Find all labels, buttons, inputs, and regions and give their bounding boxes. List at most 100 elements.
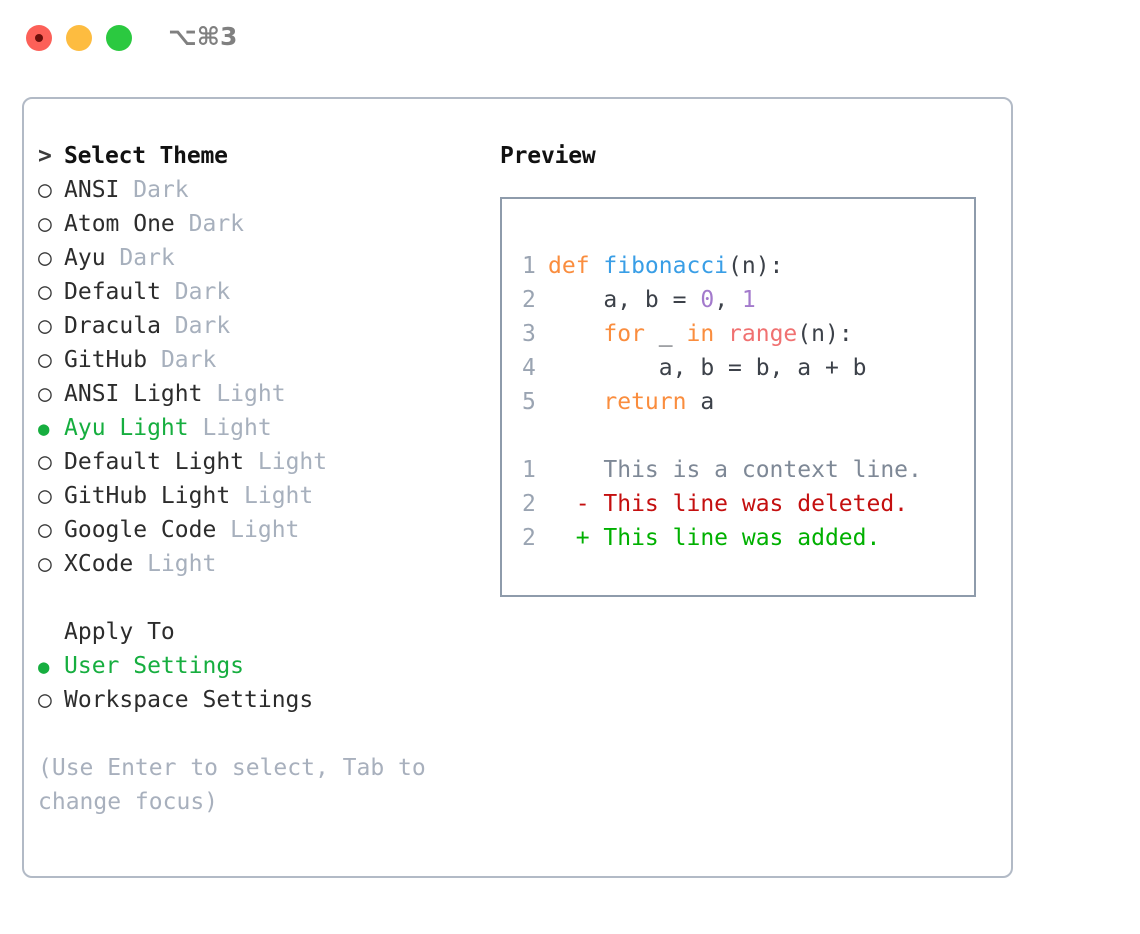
- theme-list: ○ANSI Dark○Atom One Dark○Ayu Dark○Defaul…: [38, 173, 478, 581]
- theme-list-item[interactable]: ○ANSI Light Light: [38, 377, 478, 411]
- theme-name: Default Light: [64, 449, 258, 475]
- theme-name: ANSI Light: [64, 381, 217, 407]
- diff-line-deleted: - This line was deleted.: [548, 491, 909, 517]
- theme-list-item[interactable]: ○ Default Dark: [38, 275, 478, 309]
- theme-list-item[interactable]: ○XCode Light: [38, 547, 478, 581]
- radio-unselected-icon: ○: [38, 687, 52, 713]
- code-line: 2 a, b = 0, 1: [522, 283, 974, 317]
- radio-unselected-icon: ○: [38, 177, 52, 203]
- theme-list-item[interactable]: ○ Dracula Dark: [38, 309, 478, 343]
- theme-variant-badge: Light: [147, 551, 217, 577]
- diff-line: 2 - This line was deleted.: [522, 487, 974, 521]
- theme-variant-badge: Light: [202, 415, 272, 441]
- theme-variant-badge: Dark: [160, 347, 217, 373]
- diff-line-number: 2: [522, 525, 536, 551]
- theme-variant-badge: Dark: [188, 211, 245, 237]
- theme-list-item[interactable]: ○ GitHub Dark: [38, 343, 478, 377]
- code-line: 3 for _ in range(n):: [522, 317, 974, 351]
- code-token-plain: ,: [714, 287, 742, 313]
- theme-name: Ayu Light: [64, 415, 203, 441]
- prompt-caret-icon: >: [38, 143, 52, 169]
- radio-unselected-icon: ○: [38, 313, 52, 339]
- code-token-plain: a, b =: [548, 287, 701, 313]
- radio-unselected-icon: ○: [38, 211, 52, 237]
- code-token-plain: (n):: [797, 321, 853, 347]
- code-token-plain: (n):: [728, 253, 784, 279]
- theme-variant-badge: Light: [244, 483, 314, 509]
- radio-unselected-icon: ○: [38, 381, 52, 407]
- theme-list-item[interactable]: ○ Atom One Dark: [38, 207, 478, 241]
- radio-unselected-icon: ○: [38, 517, 52, 543]
- code-token-kw: in: [686, 321, 715, 347]
- theme-name: Atom One: [64, 211, 189, 237]
- theme-name: Default: [64, 279, 175, 305]
- line-number: 4: [522, 355, 536, 381]
- theme-name: Ayu: [64, 245, 120, 271]
- line-number: 1: [522, 253, 536, 279]
- theme-variant-badge: Dark: [174, 313, 231, 339]
- minimize-button[interactable]: [66, 25, 92, 51]
- apply-to-option-label: User Settings: [64, 653, 245, 679]
- theme-name: Google Code: [64, 517, 231, 543]
- line-number: 5: [522, 389, 536, 415]
- diff-line: 1 This is a context line.: [522, 453, 974, 487]
- code-token-plain: _: [644, 321, 687, 347]
- title-bar: ⌥⌘3: [0, 0, 1140, 80]
- code-token-kw: return: [603, 389, 687, 415]
- diff-line: 2 + This line was added.: [522, 521, 974, 555]
- code-token-plain: a: [686, 389, 715, 415]
- theme-variant-badge: Light: [230, 517, 300, 543]
- theme-list-item[interactable]: ○Default Light Light: [38, 445, 478, 479]
- theme-picker-title: Select Theme: [64, 143, 228, 169]
- theme-list-item[interactable]: ○ Ayu Dark: [38, 241, 478, 275]
- code-token-kw: for: [603, 321, 645, 347]
- diff-line-added: + This line was added.: [548, 525, 881, 551]
- diff-line-number: 2: [522, 491, 536, 517]
- theme-list-item[interactable]: ● Ayu Light Light: [38, 411, 478, 445]
- radio-unselected-icon: ○: [38, 279, 52, 305]
- code-token-fn: fibonacci: [603, 253, 729, 279]
- code-token-num: 1: [741, 287, 756, 313]
- theme-list-item[interactable]: ○ANSI Dark: [38, 173, 478, 207]
- diff-line-context: This is a context line.: [548, 457, 922, 483]
- apply-to-section: Apply To ● User Settings ○ Workspace Settin…: [38, 615, 478, 717]
- code-token-kw: def: [548, 253, 604, 279]
- apply-to-option[interactable]: ● User Settings: [38, 649, 478, 683]
- theme-name: Dracula: [64, 313, 175, 339]
- code-diff-spacer: [522, 419, 974, 453]
- theme-list-item[interactable]: ○ Google Code Light: [38, 513, 478, 547]
- radio-selected-icon: ●: [38, 656, 50, 678]
- apply-to-title: Apply To: [64, 619, 175, 645]
- code-line: 1 def fibonacci(n):: [522, 249, 974, 283]
- theme-picker-header: > Select Theme: [38, 139, 478, 173]
- diff-line-number: 1: [522, 457, 536, 483]
- radio-unselected-icon: ○: [38, 347, 52, 373]
- radio-unselected-icon: ○: [38, 551, 52, 577]
- code-token-bi: range: [728, 321, 798, 347]
- theme-name: GitHub Light: [64, 483, 245, 509]
- theme-list-item[interactable]: ○GitHub Light Light: [38, 479, 478, 513]
- apply-to-options: ● User Settings ○ Workspace Settings: [38, 649, 478, 717]
- code-token-num: 0: [700, 287, 715, 313]
- maximize-button[interactable]: [106, 25, 132, 51]
- theme-name: GitHub: [64, 347, 161, 373]
- code-line: 5 return a: [522, 385, 974, 419]
- theme-variant-badge: Dark: [133, 177, 189, 203]
- code-token-plain: [548, 321, 603, 347]
- line-number: 2: [522, 287, 536, 313]
- apply-to-option-label: Workspace Settings: [64, 687, 314, 713]
- recording-indicator-icon: [35, 34, 43, 42]
- theme-picker-column: >Select Theme ○ANSI Dark○Atom One Dark○A…: [38, 139, 478, 819]
- theme-variant-badge: Light: [257, 449, 328, 475]
- line-number: 3: [522, 321, 536, 347]
- theme-variant-badge: Dark: [174, 279, 231, 305]
- radio-unselected-icon: ○: [38, 245, 52, 271]
- apply-to-option[interactable]: ○ Workspace Settings: [38, 683, 478, 717]
- radio-selected-icon: ●: [38, 418, 50, 440]
- theme-variant-badge: Dark: [119, 245, 175, 271]
- code-token-plain: [548, 389, 603, 415]
